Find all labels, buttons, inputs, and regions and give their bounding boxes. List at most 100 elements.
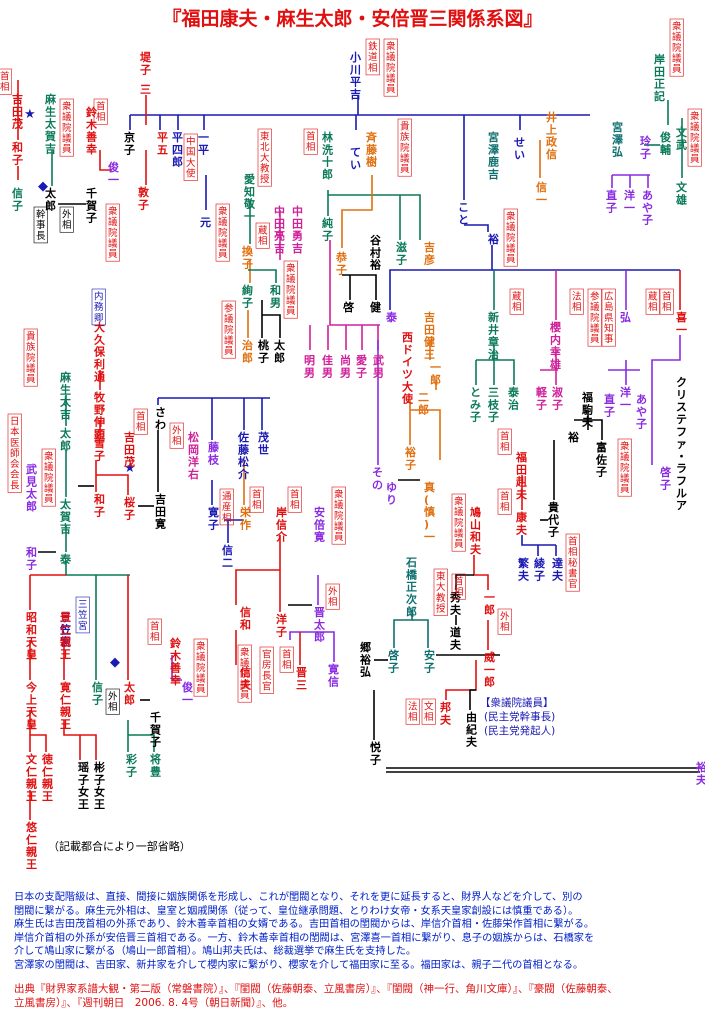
role-37: 参議院議員 xyxy=(587,288,602,347)
name-text: 邦夫 xyxy=(440,700,452,726)
diamond-icon: ◆ xyxy=(110,655,120,670)
name-ippei: 一平 xyxy=(198,131,209,156)
name-text: 和子 xyxy=(26,545,37,571)
name-momoko: 桃子 xyxy=(258,338,269,364)
name-text: てい xyxy=(350,146,361,171)
role-text: 衆議院議員 xyxy=(286,263,296,318)
name-text: 福田赳夫 xyxy=(515,450,528,501)
name-kazuo: 和男 xyxy=(270,283,281,309)
name-tatsuo: 達夫 xyxy=(552,556,564,582)
role-text: 法相 xyxy=(572,291,582,314)
name-aso_takakichi: 麻生太賀吉 xyxy=(44,92,57,155)
name-text: 直子 xyxy=(606,188,617,214)
role-text: 首相 xyxy=(252,489,262,512)
name-text: 滋子 xyxy=(396,240,407,266)
name-takayoko: 貴代子 xyxy=(547,500,559,539)
role-46: 衆議院議員 xyxy=(687,108,702,167)
name-text: クリステファ・ラフルア xyxy=(676,376,687,512)
role-6: 鉄道相 xyxy=(365,38,380,76)
name-text: 淑子 xyxy=(552,385,563,411)
name-yoichi: 洋一 xyxy=(620,385,631,411)
name-yoko_jo: 瑶子女王 xyxy=(78,760,89,811)
name-text: 徳仁親王 xyxy=(41,752,53,803)
explanation-line: 麻生氏は吉田茂首相の外孫であり、鈴木善幸首相の女婿である。吉田首相の閨閥からは、… xyxy=(14,919,595,931)
name-text: 裕 xyxy=(487,232,499,246)
name-inoue_masanobu: 井上政信 xyxy=(546,110,558,161)
name-yoshida_shigeru: 吉田茂 xyxy=(12,92,23,131)
role-text: 衆議院議員 xyxy=(386,41,396,96)
name-text: 小川平吉 xyxy=(349,50,361,101)
name-text: 啓 xyxy=(343,300,355,314)
name-text: 太郎 xyxy=(123,680,136,706)
name-text: 寛仁親王 xyxy=(60,680,71,731)
role-38: 広島県知事 xyxy=(601,288,616,347)
name-text: 明男 xyxy=(304,354,315,379)
role-bracket xyxy=(287,486,302,513)
name-text: 吉彦 xyxy=(424,240,435,266)
name-text: 西ドイツ大使 xyxy=(401,331,414,406)
name-text: 愛子 xyxy=(356,353,367,379)
role-bracket xyxy=(259,646,274,694)
name-text: 松岡洋右 xyxy=(187,430,199,481)
name-yoshio: 佳男 xyxy=(322,353,333,379)
name-text: あや子 xyxy=(642,189,653,227)
role-25: 首相 xyxy=(287,486,302,513)
name-text: 石橋正次郎 xyxy=(405,556,418,618)
source-line: 立風書房）』、『週刊朝日 2006. 8. 4号（朝日新聞）』、他。 xyxy=(14,997,294,1009)
name-yuri: ゆり xyxy=(386,481,397,506)
name-aso_taro: 麻生太吉 xyxy=(59,370,72,421)
role-47: 衆議院議員 xyxy=(451,493,466,552)
name-nakada_yuki: 中田勇吉 xyxy=(292,204,303,255)
name-text: せい xyxy=(514,136,525,161)
name-hiroko2: 裕子 xyxy=(404,445,416,471)
name-text: 康夫 xyxy=(516,510,528,536)
name-text: 中田亮吉 xyxy=(274,204,285,255)
name-text: 太郎 xyxy=(44,186,57,212)
name-text: 井上政信 xyxy=(546,110,558,161)
role-text: 通産相 xyxy=(222,492,232,524)
explanation-line: 宮澤家の閨閥は、吉田家、新井家を介して櫻内家に繋がり、櫻家を介して福田家に至る。… xyxy=(14,959,584,971)
name-text: 堤子 xyxy=(140,50,152,76)
name-akiko: 彩子 xyxy=(125,752,137,778)
name-text: 晋太郎 xyxy=(313,606,326,644)
name-arai: 新井章治 xyxy=(488,310,499,361)
role-22: 外相 xyxy=(169,422,184,449)
role-5: 外相 xyxy=(59,206,74,233)
role-18: 貴族院議員 xyxy=(23,328,38,387)
role-text: 文相 xyxy=(424,701,434,724)
name-kishida_masaki: 岸田正記 xyxy=(654,52,665,103)
name-text: 昭和天皇 xyxy=(26,611,38,661)
name-text: 景仁親王 xyxy=(59,611,71,661)
name-yuuhito: 悠仁親王 xyxy=(25,820,38,871)
name-text: その xyxy=(372,466,383,491)
role-bracket xyxy=(93,98,108,125)
name-shinko2: 信子 xyxy=(92,680,103,706)
name-text: 真(慎)一 xyxy=(424,480,435,543)
name-text: 三枝子 xyxy=(487,386,500,424)
name-bunjin: 文仁親王 xyxy=(26,752,38,803)
role-text: 首相 xyxy=(454,576,464,599)
role-bracket xyxy=(249,486,264,513)
name-kimiji: 今上天皇 xyxy=(25,680,38,731)
name-text: 俊輔 xyxy=(660,130,671,156)
name-text: 鈴木善幸 xyxy=(85,105,98,156)
name-text: 愛知敬一 xyxy=(243,172,256,223)
role-text: 法相 xyxy=(408,701,418,724)
role-text: 外相 xyxy=(500,611,510,634)
role-bracket xyxy=(325,583,340,610)
name-sato_matsu: 佐藤松介 xyxy=(237,430,250,481)
name-text: 吉田寛 xyxy=(155,492,166,531)
name-text: 直子 xyxy=(604,392,615,418)
role-41: 衆議院議員 xyxy=(617,438,632,497)
name-miyazawa_hiroshi: 宮澤弘 xyxy=(612,120,623,159)
sources-text: 出典『財界家系譜大観・第二版（常磐書院）』、『閨閥（佐藤朝泰、立風書房）』、『閨… xyxy=(14,982,698,1010)
name-text: 福駒夫 xyxy=(581,390,594,429)
name-fumio: 文雄 xyxy=(675,180,688,206)
name-kiichi: 喜一 xyxy=(676,310,687,336)
role-bracket xyxy=(569,288,584,315)
role-bracket xyxy=(283,260,298,319)
name-ayako3: あや子 xyxy=(642,189,653,227)
role-11: 貴族院議員 xyxy=(397,118,412,177)
role-19: 日本医師会会長 xyxy=(7,413,22,493)
role-bracket xyxy=(183,133,198,181)
